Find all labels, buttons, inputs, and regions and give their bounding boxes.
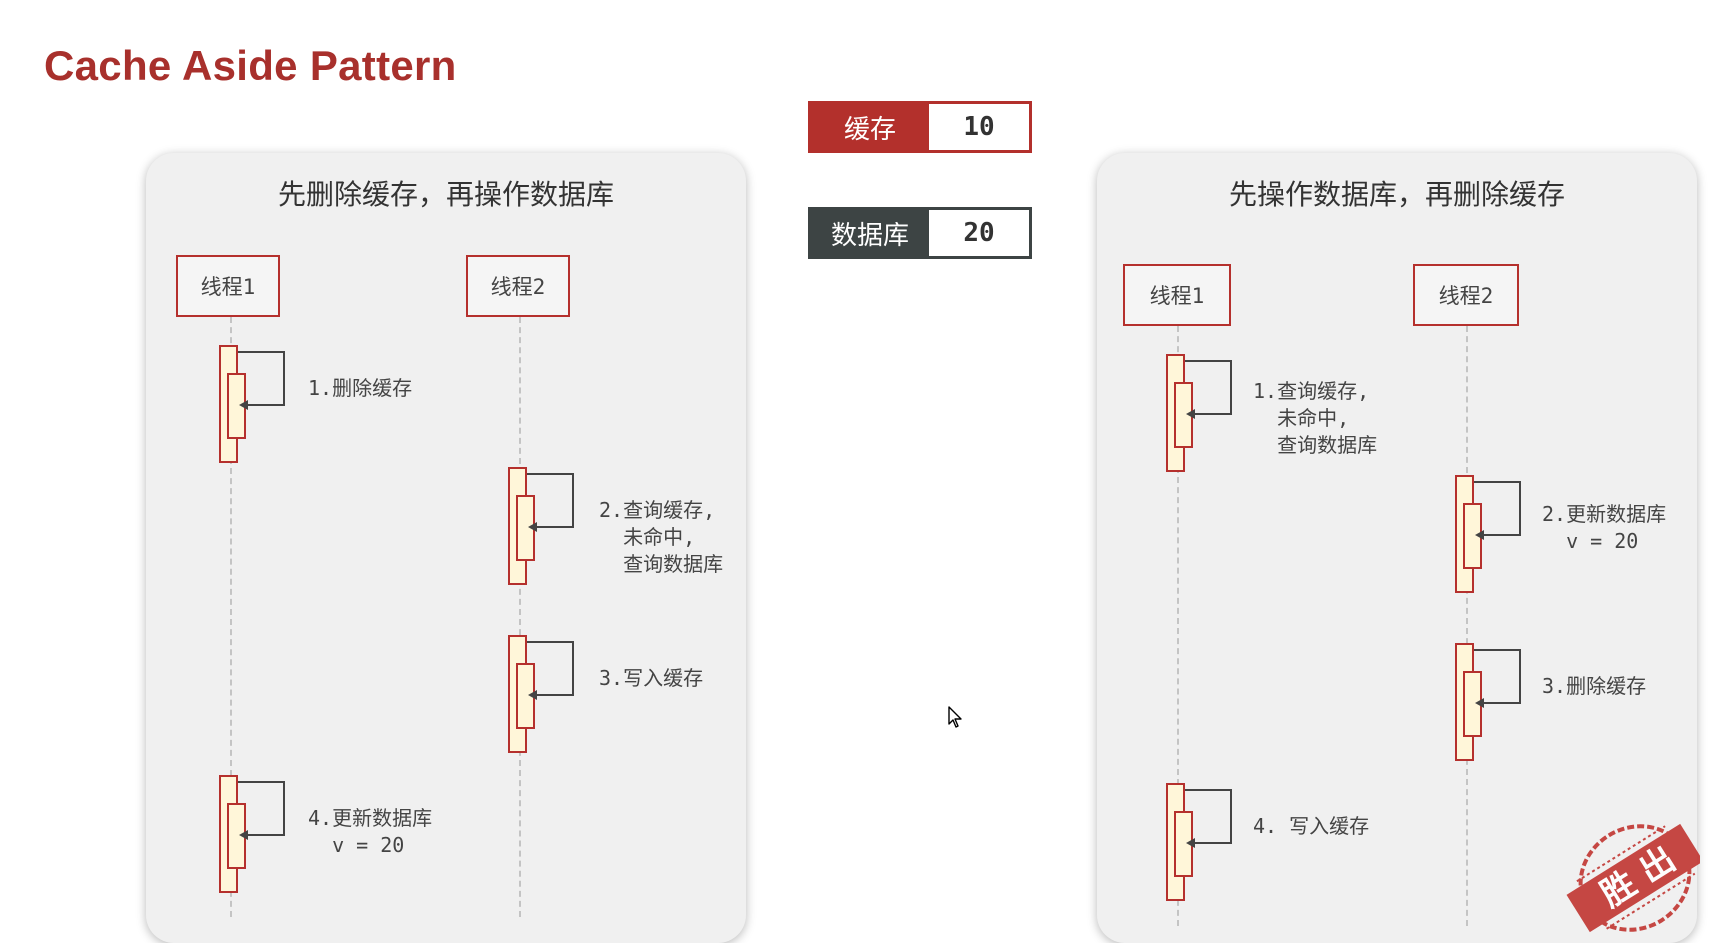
right-step1-label: 1.查询缓存, 未命中, 查询数据库 — [1253, 379, 1378, 457]
right-step1-loop-arrow-icon — [1185, 360, 1232, 419]
left-step4-loop-arrow-icon — [238, 781, 285, 840]
right-thread1-lifeline — [1177, 326, 1179, 926]
left-panel-heading: 先删除缓存，再操作数据库 — [277, 178, 614, 211]
mouse-cursor-icon — [948, 706, 962, 728]
winner-stamp-icon: 胜 出 — [1566, 823, 1700, 933]
right-thread2-lifeline — [1466, 326, 1468, 926]
left-step1-label: 1.删除缓存 — [308, 376, 413, 400]
legend-cache: 缓存 10 — [808, 101, 1032, 153]
right-thread2-box: 线程2 — [1413, 264, 1519, 326]
right-step3-label: 3.删除缓存 — [1542, 674, 1647, 698]
legend-db-value: 20 — [929, 210, 1029, 256]
page-title: Cache Aside Pattern — [44, 42, 457, 89]
legend-db: 数据库 20 — [808, 207, 1032, 259]
legend-cache-value: 10 — [929, 104, 1029, 150]
left-step3-loop-arrow-icon — [527, 641, 574, 700]
left-panel: 先删除缓存，再操作数据库 线程1 线程2 1.删除缓存 2.查询缓存, 未命中,… — [146, 153, 746, 943]
right-step4-label: 4. 写入缓存 — [1253, 814, 1370, 838]
right-step3-loop-arrow-icon — [1474, 649, 1521, 708]
left-thread1-lifeline — [230, 317, 232, 917]
left-step2-label: 2.查询缓存, 未命中, 查询数据库 — [599, 498, 724, 576]
right-thread1-box: 线程1 — [1123, 264, 1231, 326]
legend-cache-label: 缓存 — [811, 104, 929, 150]
right-step4-loop-arrow-icon — [1185, 789, 1232, 848]
legend-db-label: 数据库 — [811, 210, 929, 256]
right-panel: 先操作数据库，再删除缓存 线程1 线程2 1.查询缓存, 未命中, 查询数据库 … — [1097, 153, 1697, 943]
left-step2-loop-arrow-icon — [527, 473, 574, 532]
left-thread2-box: 线程2 — [466, 255, 570, 317]
left-step1-loop-arrow-icon — [238, 351, 285, 410]
left-thread1-box: 线程1 — [176, 255, 280, 317]
right-step2-label: 2.更新数据库 v = 20 — [1542, 502, 1667, 553]
left-step3-label: 3.写入缓存 — [599, 666, 704, 690]
left-step4-label: 4.更新数据库 v = 20 — [308, 806, 433, 857]
right-panel-heading: 先操作数据库，再删除缓存 — [1228, 178, 1565, 211]
right-step2-loop-arrow-icon — [1474, 481, 1521, 540]
left-thread2-lifeline — [519, 317, 521, 917]
